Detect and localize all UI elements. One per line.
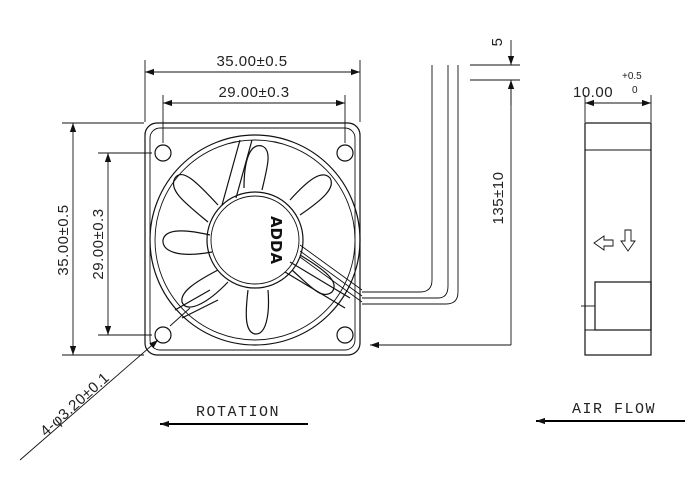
fan-shroud-ring-inner xyxy=(154,139,356,341)
brand-logo: ADDA xyxy=(267,216,285,265)
lead-wire xyxy=(362,65,449,299)
mounting-hole-bottom-right xyxy=(336,326,354,344)
fan-shroud-ring xyxy=(149,134,361,346)
fan-strut-top xyxy=(221,139,253,206)
dimension-hole-height-text: 29.00±0.3 xyxy=(90,208,107,279)
fan-side-view xyxy=(581,122,652,356)
dimension-lead-strip: 5 xyxy=(470,38,520,105)
mounting-hole-top-left xyxy=(154,144,172,162)
dimension-overall-width: 35.00±0.5 xyxy=(144,53,361,122)
dimension-lead-length: 135±10 xyxy=(370,82,512,349)
dimension-hole-height: 29.00±0.3 xyxy=(90,152,152,336)
fan-strut-wire-channel xyxy=(174,261,351,319)
lead-wire xyxy=(362,65,459,305)
lead-wire xyxy=(362,65,433,293)
dimension-thickness-lower-tol: 0 xyxy=(632,85,638,96)
fan-front-view: ADDA xyxy=(144,122,363,356)
fan-hub-inner xyxy=(210,195,300,285)
dimension-hole-width: 29.00±0.3 xyxy=(162,84,346,143)
fan-hub xyxy=(206,191,304,289)
fan-blade xyxy=(172,173,219,223)
hole-callout: 4-φ3.20±0.1 xyxy=(19,307,191,461)
rotation-label: ROTATION xyxy=(196,404,280,421)
lead-wires xyxy=(362,65,459,305)
fan-blade xyxy=(243,145,269,191)
mounting-hole-top-right xyxy=(336,144,354,162)
fan-blade xyxy=(245,289,270,335)
dimension-overall-height: 35.00±0.5 xyxy=(55,122,144,356)
dimension-lead-strip-text: 5 xyxy=(489,38,506,47)
mounting-hole-bottom-left xyxy=(154,326,172,344)
rotation-indicator: ROTATION xyxy=(160,404,308,428)
fan-blade xyxy=(289,174,332,216)
fan-frame-outline xyxy=(144,122,361,356)
fan-blade xyxy=(162,230,213,255)
hole-callout-text: 4-φ3.20±0.1 xyxy=(37,369,113,440)
airflow-label: AIR FLOW xyxy=(572,401,656,418)
dimension-thickness-text: 10.00 xyxy=(573,84,613,101)
side-view-body xyxy=(584,122,652,356)
fan-blade xyxy=(181,269,229,308)
fan-wire-channel-bundle xyxy=(299,244,363,303)
side-view-connector xyxy=(594,281,652,331)
dimension-thickness: 10.00 +0.5 0 xyxy=(573,71,652,122)
fan-blade xyxy=(291,254,335,296)
airflow-indicator: AIR FLOW xyxy=(536,401,685,425)
dimension-thickness-upper-tol: +0.5 xyxy=(622,71,642,82)
side-airflow-down-arrow-icon xyxy=(620,229,636,252)
dimension-overall-height-text: 35.00±0.5 xyxy=(55,204,72,275)
dimension-lead-length-text: 135±10 xyxy=(490,172,507,225)
side-airflow-left-arrow-icon xyxy=(593,235,614,251)
dimension-overall-width-text: 35.00±0.5 xyxy=(216,53,287,70)
fan-blades xyxy=(162,145,335,335)
dimension-hole-width-text: 29.00±0.3 xyxy=(218,84,289,101)
